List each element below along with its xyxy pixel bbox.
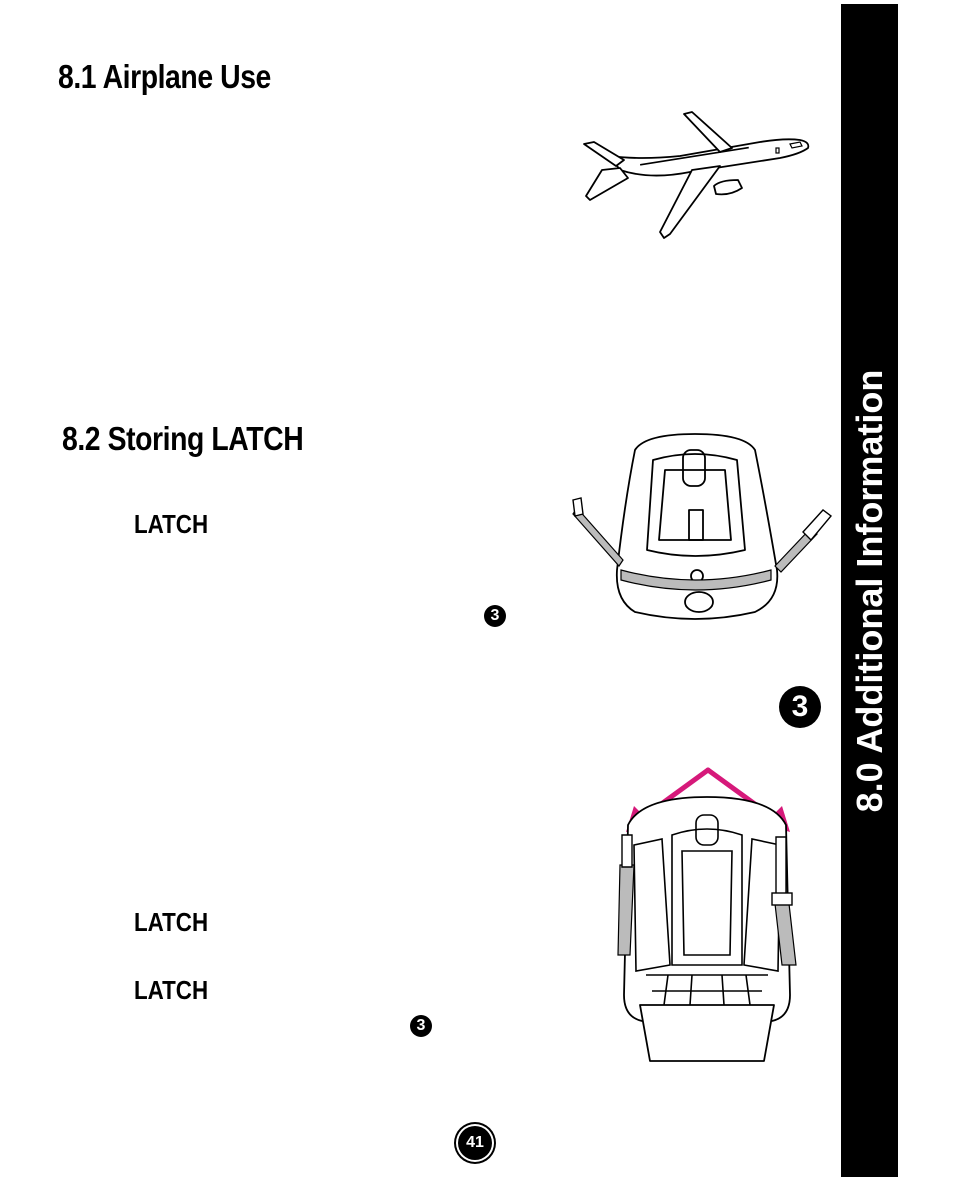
section-title-airplane-use: 8.1 Airplane Use	[58, 58, 271, 95]
airplane-illustration	[583, 111, 810, 239]
car-seat-storage-illustration	[617, 796, 797, 1062]
chapter-sidebar: 8.0 Additional Information	[841, 4, 898, 1177]
latch-label: LATCH	[134, 907, 209, 937]
car-seat-latch-illustration	[572, 433, 833, 620]
step-callout-3: 3	[484, 605, 506, 627]
section-title-storing-latch: 8.2 Storing LATCH	[62, 420, 304, 457]
step-callout-3: 3	[410, 1015, 432, 1037]
latch-label: LATCH	[134, 509, 209, 539]
chapter-title: 8.0 Additional Information	[848, 369, 890, 812]
latch-label: LATCH	[134, 975, 209, 1005]
page-number: 41	[458, 1126, 492, 1160]
figure-callout-3: 3	[779, 686, 821, 728]
